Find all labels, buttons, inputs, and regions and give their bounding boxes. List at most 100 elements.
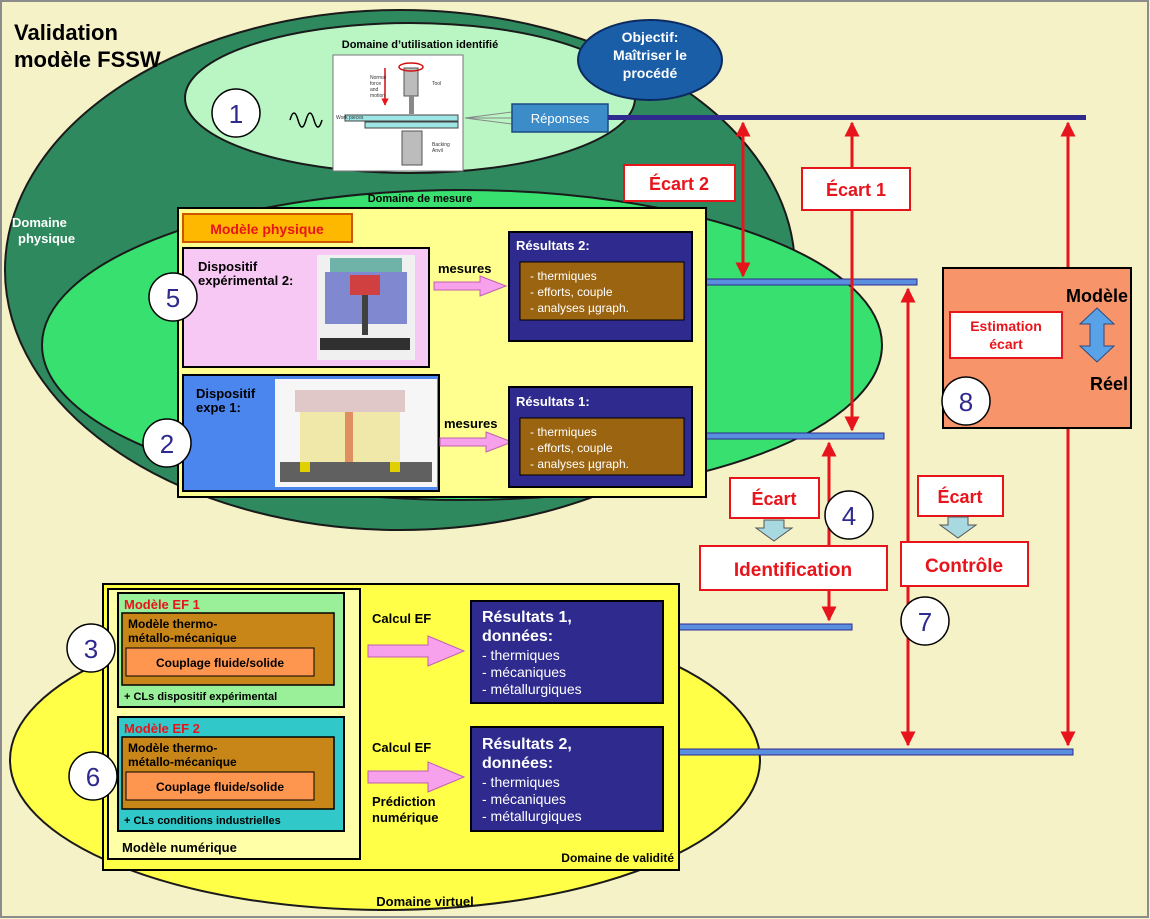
ef2-coupling-label: Couplage fluide/solide (156, 780, 284, 794)
mesures-arrow-1 (439, 431, 514, 453)
marker-4: 4 (824, 490, 874, 540)
estimation-label-2: écart (989, 336, 1023, 352)
control-down-arrow (938, 516, 978, 539)
computed-results-1-title-1: Résultats 1, (482, 609, 572, 626)
measured-results-2-item: - thermiques (530, 269, 597, 283)
svg-text:2: 2 (160, 429, 174, 459)
ecart-control-label: Écart (937, 486, 982, 507)
device-1-image (275, 379, 437, 487)
objective-line3: procédé (623, 65, 678, 81)
ef1-cls-label: + CLs dispositif expérimental (124, 691, 277, 703)
ef1-coupling-box (125, 647, 315, 677)
device-2-label-2: expérimental 2: (198, 273, 293, 288)
virtual-domain-label: Domaine virtuel (376, 894, 474, 909)
controle-label: Contrôle (925, 556, 1003, 577)
measure-domain-label: Domaine de mesure (368, 193, 473, 205)
usage-domain-label: Domaine d’utilisation identifié (342, 39, 498, 51)
results-2-line (691, 278, 918, 286)
calc-ef-2-arrow (367, 761, 466, 793)
mesures-arrow-2 (433, 275, 508, 297)
physical-model-header-text: Modèle physique (210, 221, 324, 237)
measured-results-2-item: - efforts, couple (530, 285, 613, 299)
calc-results-2-line (676, 748, 1074, 756)
svg-text:Backing: Backing (432, 142, 450, 148)
estimation-ecart-box (949, 311, 1063, 359)
svg-text:Tool: Tool (432, 81, 441, 87)
svg-text:5: 5 (166, 283, 180, 313)
numerical-model-label: Modèle numérique (122, 840, 237, 855)
model-label: Modèle (1066, 286, 1128, 306)
physical-domain-label-2: physique (18, 231, 75, 246)
svg-text:1: 1 (229, 99, 243, 129)
calc-ef-1-label: Calcul EF (372, 611, 431, 626)
ef2-tmm-line2: métallo-mécanique (128, 755, 237, 769)
ecart-2-box (623, 164, 736, 202)
ident-down-arrow (754, 519, 794, 542)
ef1-coupling-label: Couplage fluide/solide (156, 656, 284, 670)
computed-results-1-item: - thermiques (482, 647, 560, 663)
svg-text:7: 7 (918, 607, 932, 637)
marker-2: 2 (142, 418, 192, 468)
validity-domain-label: Domaine de validité (561, 851, 674, 865)
physical-model-header (182, 213, 353, 243)
title-line1: Validation (14, 20, 118, 45)
ef2-cls-label: + CLs conditions industrielles (124, 815, 281, 827)
calc-ef-2-label: Calcul EF (372, 740, 431, 755)
bidirectional-arrow-icon (1078, 307, 1116, 363)
calc-results-1-line (676, 623, 853, 631)
computed-results-1-item: - mécaniques (482, 664, 566, 680)
computed-results-2-item: - mécaniques (482, 791, 566, 807)
prediction-label-1: Prédiction (372, 794, 436, 809)
svg-text:motion: motion (370, 93, 385, 99)
computed-results-2-item: - métallurgiques (482, 808, 582, 824)
ef1-tmm-line1: Modèle thermo- (128, 617, 217, 631)
measured-results-1-list (519, 417, 685, 476)
computed-results-2-title-1: Résultats 2, (482, 736, 572, 753)
objective-line1: Objectif: (622, 29, 679, 45)
responses-line (608, 115, 1086, 120)
calc-ef-1-arrow (367, 635, 466, 667)
ecart-1-box (801, 167, 911, 211)
computed-results-1-box (470, 600, 664, 704)
marker-1: 1 (211, 88, 261, 138)
results-1-line (691, 432, 885, 440)
computed-results-2-item: - thermiques (482, 774, 560, 790)
physical-domain-label-1: Domaine (12, 215, 67, 230)
ef2-header: Modèle EF 2 (124, 721, 200, 736)
objective-line2: Maîtriser le (613, 47, 687, 63)
marker-5: 5 (148, 272, 198, 322)
computed-results-1-item: - métallurgiques (482, 681, 582, 697)
ef2-tmm-line1: Modèle thermo- (128, 741, 217, 755)
computed-results-2-box (470, 726, 664, 832)
device-1-label-2: expe 1: (196, 400, 241, 415)
identification-box (699, 545, 888, 591)
ef1-tmm-line2: métallo-mécanique (128, 631, 237, 645)
ecart-2-label: Écart 2 (649, 173, 709, 194)
process-figure: Normal force and motion Tool Work pieces… (289, 54, 513, 172)
responses-label: Réponses (531, 111, 590, 126)
identification-label: Identification (734, 560, 852, 581)
ecart-1-label: Écart 1 (826, 179, 886, 200)
svg-text:4: 4 (842, 501, 856, 531)
marker-6: 6 (68, 751, 118, 801)
measured-results-1-item: - thermiques (530, 425, 597, 439)
svg-text:and: and (370, 87, 379, 93)
svg-text:3: 3 (84, 634, 98, 664)
ef2-coupling-box (125, 771, 315, 801)
measured-results-1-item: - efforts, couple (530, 441, 613, 455)
prediction-label-2: numérique (372, 810, 438, 825)
mesures-label-2: mesures (438, 261, 491, 276)
measured-results-2-item: - analyses µgraph. (530, 301, 629, 315)
measured-results-2-title: Résultats 2: (516, 238, 590, 253)
marker-8: 8 (941, 376, 991, 426)
real-label: Réel (1090, 374, 1128, 394)
controle-box (900, 541, 1029, 587)
ecart-ident-box (729, 477, 820, 519)
ecart-control-box (917, 475, 1004, 517)
svg-text:6: 6 (86, 762, 100, 792)
computed-results-2-title-2: données: (482, 755, 553, 772)
svg-text:Anvil: Anvil (432, 148, 443, 154)
objective-ellipse (577, 19, 723, 101)
